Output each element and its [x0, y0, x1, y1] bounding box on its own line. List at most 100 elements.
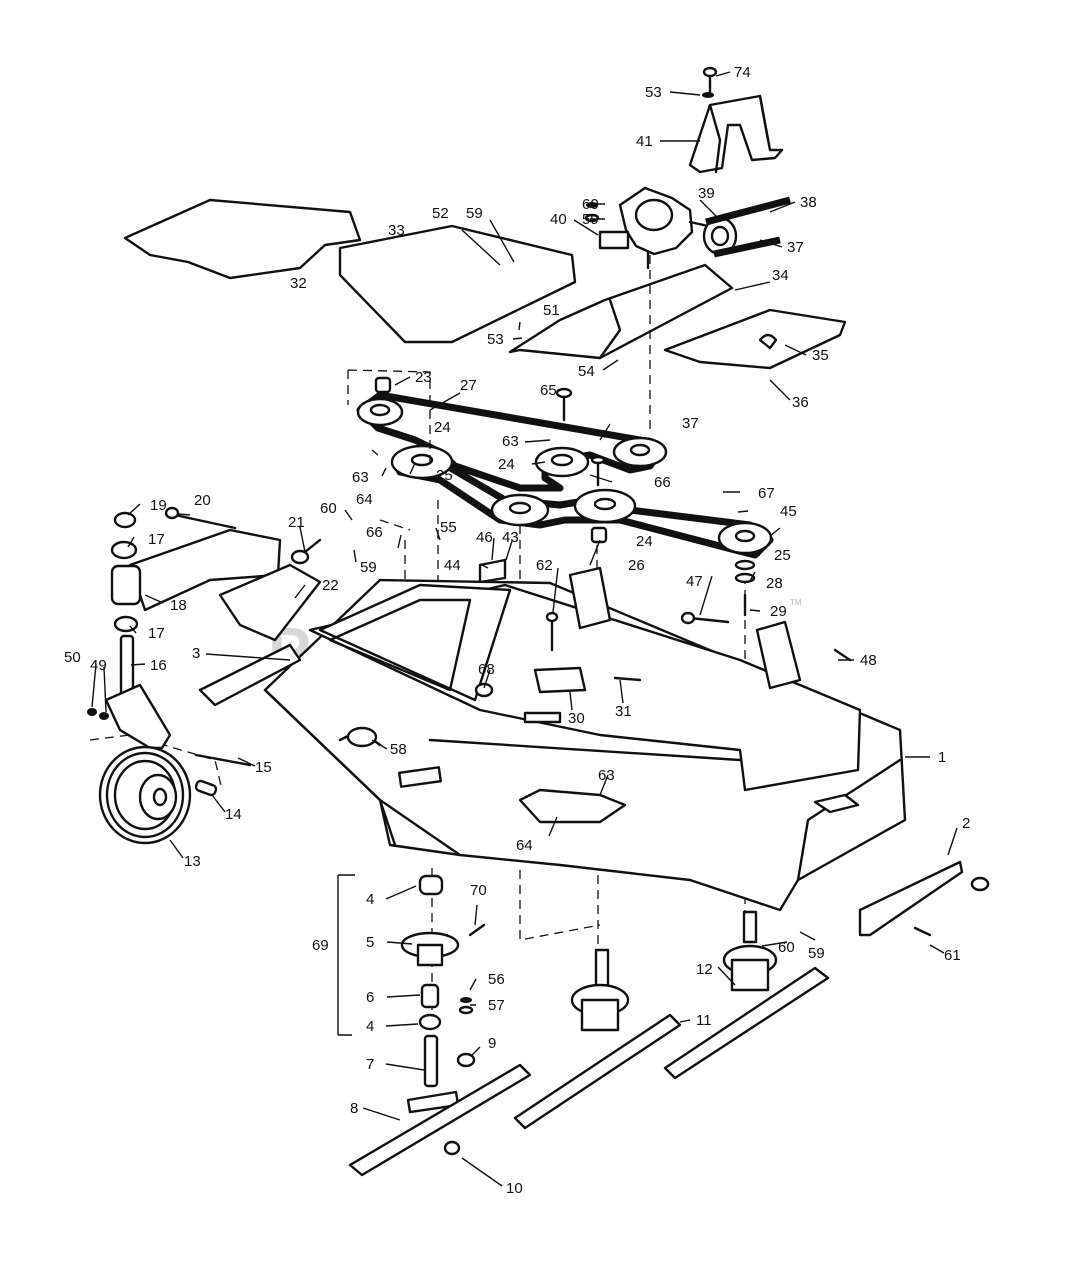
callout-39: 39 [698, 185, 715, 202]
blades [348, 966, 830, 1177]
callout-66b: 66 [366, 524, 383, 541]
gearbox-assembly [584, 186, 791, 270]
callout-5: 5 [366, 934, 374, 951]
callout-53b: 53 [487, 331, 504, 348]
callout-59: 59 [582, 211, 599, 228]
callout-22: 22 [322, 577, 339, 594]
callout-25b: 25 [774, 547, 791, 564]
callout-61: 61 [944, 947, 961, 964]
callout-40: 40 [550, 211, 567, 228]
callout-15: 15 [255, 759, 272, 776]
callout-2: 2 [962, 815, 970, 832]
callout-25a: 25 [436, 467, 453, 484]
callout-46: 46 [476, 529, 493, 546]
callout-34: 34 [772, 267, 789, 284]
callout-31: 31 [615, 703, 632, 720]
callout-9: 9 [488, 1035, 496, 1052]
callout-57: 57 [488, 997, 505, 1014]
callout-28: 28 [766, 575, 783, 592]
deck-side-plate [858, 860, 990, 937]
callout-68: 68 [478, 661, 495, 678]
callout-labels: 74 53 41 60 59 40 39 38 37 52 59 33 32 3… [64, 64, 970, 1197]
callout-29: 29 [770, 603, 787, 620]
callout-17a: 17 [148, 531, 165, 548]
callout-44: 44 [444, 557, 461, 574]
shield-33 [338, 224, 577, 344]
callout-21: 21 [288, 514, 305, 531]
shield-32 [123, 198, 362, 280]
callout-49: 49 [90, 657, 107, 674]
callout-59c: 59 [360, 559, 377, 576]
callout-37b: 37 [682, 415, 699, 432]
blade-left [348, 1063, 532, 1177]
callout-37: 37 [787, 239, 804, 256]
callout-20: 20 [194, 492, 211, 509]
watermark-trademark: TM [790, 598, 802, 607]
callout-51: 51 [543, 302, 560, 319]
callout-50: 50 [64, 649, 81, 666]
callout-56: 56 [488, 971, 505, 988]
gearbox-bracket [688, 66, 784, 174]
callout-14: 14 [225, 806, 242, 823]
callout-45: 45 [780, 503, 797, 520]
callout-8: 8 [350, 1100, 358, 1117]
callout-16: 16 [150, 657, 167, 674]
spindle-assembly-center-right [570, 910, 778, 1032]
spindle-assembly-left [337, 874, 486, 1114]
callout-41: 41 [636, 133, 653, 150]
callout-43: 43 [502, 529, 519, 546]
deck-shields [123, 198, 847, 370]
callout-10: 10 [506, 1180, 523, 1197]
callout-55: 55 [440, 519, 457, 536]
callout-64a: 64 [356, 491, 373, 508]
callout-4a: 4 [366, 891, 374, 908]
callout-60b: 60 [320, 500, 337, 517]
callout-59d: 59 [808, 945, 825, 962]
callout-24a: 24 [434, 419, 451, 436]
callout-4b: 4 [366, 1018, 374, 1035]
callout-35: 35 [812, 347, 829, 364]
caster-wheel [98, 745, 252, 845]
callout-69: 69 [312, 937, 329, 954]
shield-35 [663, 308, 847, 370]
callout-66a: 66 [654, 474, 671, 491]
callout-70: 70 [470, 882, 487, 899]
callout-60c: 60 [778, 939, 795, 956]
callout-33: 33 [388, 222, 405, 239]
callout-1: 1 [938, 749, 946, 766]
callout-24c: 24 [636, 533, 653, 550]
callout-54: 54 [578, 363, 595, 380]
callout-27: 27 [460, 377, 477, 394]
caster-arm-assembly [87, 506, 322, 750]
callout-17b: 17 [148, 625, 165, 642]
callout-53: 53 [645, 84, 662, 101]
callout-74: 74 [734, 64, 751, 81]
deck-brackets [198, 558, 852, 724]
callout-32: 32 [290, 275, 307, 292]
callout-64b: 64 [516, 837, 533, 854]
callout-62: 62 [536, 557, 553, 574]
callout-19: 19 [150, 497, 167, 514]
callout-12: 12 [696, 961, 713, 978]
callout-24b: 24 [498, 456, 515, 473]
callout-18: 18 [170, 597, 187, 614]
callout-38: 38 [800, 194, 817, 211]
callout-36: 36 [792, 394, 809, 411]
belt-and-pulley-system [356, 376, 774, 559]
callout-63b: 63 [352, 469, 369, 486]
callout-60: 60 [582, 196, 599, 213]
blade-right [663, 966, 830, 1080]
callout-7: 7 [366, 1056, 374, 1073]
blade-center [513, 1013, 682, 1130]
callout-26: 26 [628, 557, 645, 574]
callout-59b: 59 [466, 205, 483, 222]
callout-30: 30 [568, 710, 585, 727]
callout-6: 6 [366, 989, 374, 1006]
callout-65: 65 [540, 382, 557, 399]
callout-63a: 63 [502, 433, 519, 450]
deck-housing [263, 578, 907, 912]
callout-63c: 63 [598, 767, 615, 784]
callout-52: 52 [432, 205, 449, 222]
shield-34 [508, 263, 734, 360]
